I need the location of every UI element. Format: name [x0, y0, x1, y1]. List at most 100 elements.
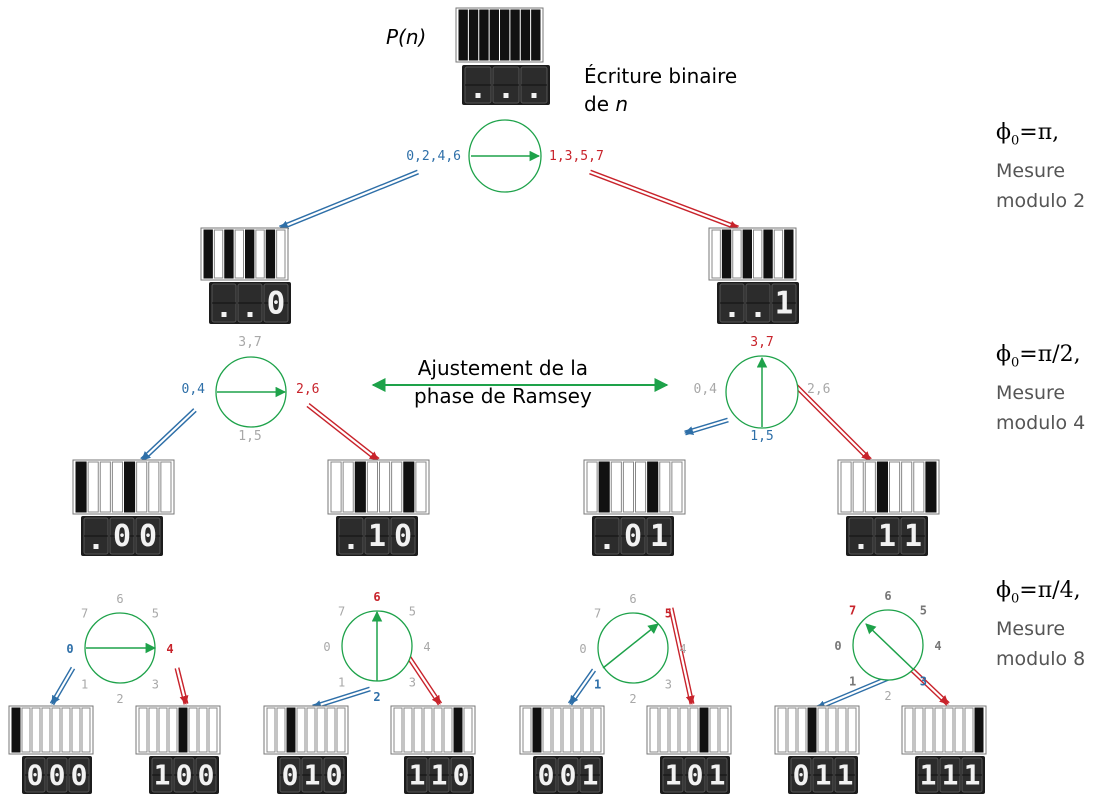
- strip-bar: [489, 9, 499, 61]
- pn-label: P(n): [386, 25, 427, 49]
- strip-bar: [732, 229, 742, 279]
- digit-text: 0: [139, 519, 157, 554]
- strip-bar: [433, 707, 443, 753]
- digit-text: 0: [687, 759, 704, 792]
- dial-number-label: 6: [884, 589, 891, 603]
- digit-text: 0: [793, 759, 810, 792]
- digit-text: 1: [775, 286, 794, 322]
- strip-bar: [391, 461, 403, 513]
- dial-number-label: 2: [884, 689, 891, 703]
- strip-bar: [817, 707, 827, 753]
- digit-text: 1: [878, 519, 896, 554]
- digit-dot: [503, 93, 509, 98]
- strip-bar: [330, 461, 342, 513]
- strip-bar: [572, 707, 582, 753]
- l2-strip-10: [327, 459, 430, 515]
- strip-bar: [797, 707, 807, 753]
- root-strip: [455, 7, 544, 63]
- strip-bar: [11, 707, 21, 753]
- level2a-top-label: 3,7: [238, 335, 261, 350]
- strip-bar: [468, 9, 479, 61]
- strip-bar: [586, 461, 598, 513]
- level2a-bottom-label: 1,5: [238, 429, 261, 444]
- strip-bar: [158, 707, 168, 753]
- strip-bar: [479, 9, 489, 61]
- strip-bar: [31, 707, 41, 753]
- dial-number-label: 1: [81, 677, 88, 691]
- dial-number-label: 7: [594, 607, 601, 621]
- strip-bar: [266, 707, 276, 753]
- dial-l3-4: [852, 609, 924, 681]
- strip-bar: [41, 707, 51, 753]
- digit-text: 1: [154, 759, 171, 792]
- level1-left-label: 0,2,4,6: [406, 149, 461, 164]
- digit-text: 1: [650, 519, 668, 554]
- l3-strip-2: [263, 705, 349, 755]
- l3-strip-5: [646, 705, 732, 755]
- strip-bar: [974, 707, 984, 753]
- dial-number-label: 0: [66, 642, 73, 656]
- strip-bar: [148, 461, 160, 513]
- digit-text: 0: [538, 759, 555, 792]
- strip-bar: [598, 461, 610, 513]
- strip-bar: [379, 461, 391, 513]
- l1-strip-even: [200, 227, 289, 281]
- strip-bar: [111, 461, 123, 513]
- digit-text: 0: [176, 759, 193, 792]
- strip-bar: [21, 707, 31, 753]
- phi-mod4: ϕ0=π/2,: [996, 342, 1081, 371]
- strip-bar: [944, 707, 954, 753]
- strip-bar: [649, 707, 659, 753]
- digit-text: 0: [27, 759, 44, 792]
- dial-number-label: 3: [665, 677, 672, 691]
- strip-bar: [224, 229, 234, 279]
- dial-number-label: 5: [409, 605, 416, 619]
- level2b-right-label: 2,6: [807, 382, 830, 397]
- dial-number-label: 6: [629, 592, 636, 606]
- level1-right-label: 1,3,5,7: [549, 149, 604, 164]
- strip-bar: [784, 229, 794, 279]
- arrow-l3-f: [668, 607, 695, 705]
- side-label-mod4: ϕ0=π/2, Mesure modulo 4: [996, 340, 1085, 438]
- strip-bar: [81, 707, 91, 753]
- strip-bar: [837, 707, 847, 753]
- strip-bar: [124, 461, 136, 513]
- digit-text: 0: [113, 519, 131, 554]
- digit-text: 0: [624, 519, 642, 554]
- strip-bar: [647, 461, 659, 513]
- strip-bar: [296, 707, 306, 753]
- digit-text: 0: [560, 759, 577, 792]
- digit-dot: [247, 312, 253, 317]
- strip-bar: [255, 229, 265, 279]
- level2b-top-label: 3,7: [750, 335, 773, 350]
- strip-bar: [531, 9, 541, 61]
- phase-vector: [602, 623, 659, 669]
- strip-bar: [622, 461, 634, 513]
- digit-text: 0: [71, 759, 88, 792]
- digit-text: 0: [198, 759, 215, 792]
- side-label-mod8: ϕ0=π/4, Mesure modulo 8: [996, 576, 1085, 674]
- strip-bar: [326, 707, 336, 753]
- strip-bar: [415, 461, 427, 513]
- digit-dot: [93, 544, 99, 549]
- strip-bar: [366, 461, 378, 513]
- digit-text: 1: [665, 759, 682, 792]
- side-mod2-line2: Mesure: [996, 160, 1066, 183]
- dial-number-label: 2: [116, 692, 123, 706]
- strip-bar: [719, 707, 729, 753]
- l2-strip-01: [583, 459, 686, 515]
- strip-bar: [671, 461, 683, 513]
- digit-dot: [858, 544, 864, 549]
- digit-dot: [604, 544, 610, 549]
- strip-bar: [136, 461, 148, 513]
- strip-bar: [711, 229, 721, 279]
- strip-bar: [925, 461, 937, 513]
- strip-bar: [188, 707, 198, 753]
